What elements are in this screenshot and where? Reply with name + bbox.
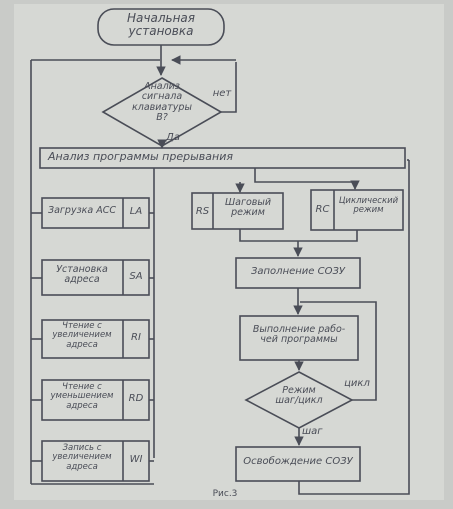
box-release-ram xyxy=(235,446,361,482)
release-ram-label: Освобождение СОЗУ xyxy=(243,456,353,467)
decision-mode-label: Режим шаг/цикл xyxy=(275,385,323,407)
box-read-dec-label: Чтение с уменьшением адреса xyxy=(50,382,114,411)
box-write-inc-code: WI xyxy=(129,454,143,465)
step-mode-label: Шаговый режим xyxy=(224,197,272,219)
right-branch-line xyxy=(254,168,355,183)
cycle-mode-code: RC xyxy=(315,204,330,215)
box-load-acc-label: Загрузка АСС xyxy=(48,205,116,216)
label-no: нет xyxy=(212,88,232,99)
figure-caption: Рис.3 xyxy=(212,489,238,499)
paper-sheet xyxy=(14,4,444,500)
box-read-inc-label: Чтение с увеличением адреса xyxy=(52,321,112,350)
box-set-address-code: SA xyxy=(129,271,143,282)
return-to-analysis-line xyxy=(298,160,410,495)
label-step: шаг xyxy=(302,426,323,437)
no-loop-line xyxy=(221,62,237,113)
box-write-inc-label: Запись с увеличением адреса xyxy=(52,443,112,472)
box-step-mode xyxy=(191,192,284,230)
cycle-mode-label: Циклический режим xyxy=(338,196,399,216)
box-read-dec-code: RD xyxy=(128,393,144,404)
step-mode-code: RS xyxy=(195,206,210,217)
cycle-loop-line xyxy=(300,301,377,401)
execute-label: Выполнение рабо- чей программы xyxy=(252,324,346,346)
box-read-inc-code: RI xyxy=(131,332,141,343)
label-yes: Да xyxy=(166,132,180,143)
analysis-box xyxy=(39,147,406,169)
label-cycle: цикл xyxy=(344,378,370,389)
box-load-acc-code: LA xyxy=(129,206,143,217)
fill-ram-label: Заполнение СОЗУ xyxy=(250,266,345,277)
start-label: Начальная установка xyxy=(127,11,195,39)
box-set-address-label: Установка адреса xyxy=(56,264,108,286)
decision-keyboard-label: Анализ сигнала клавиатуры В? xyxy=(132,81,192,124)
analysis-label: Анализ программы прерывания xyxy=(48,150,233,163)
